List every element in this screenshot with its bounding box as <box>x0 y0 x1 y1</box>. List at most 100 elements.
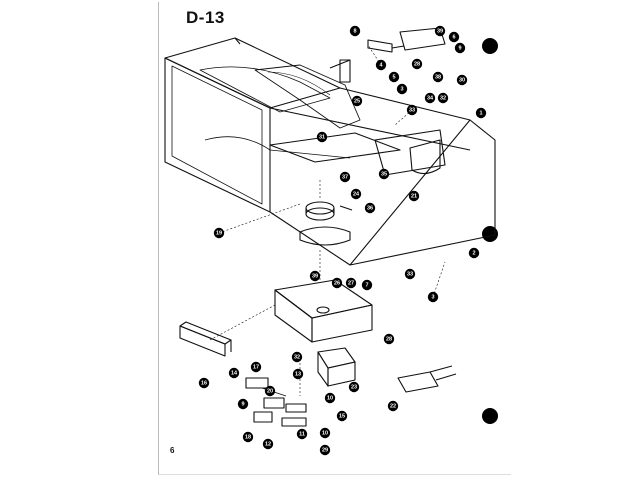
callout-33: 33 <box>406 104 418 116</box>
callout-number: 10 <box>322 430 328 436</box>
callout-bubble <box>388 71 400 83</box>
callout-bubble <box>291 351 303 363</box>
callout-5: 5 <box>388 71 400 83</box>
callout-number: 11 <box>299 431 305 437</box>
callout-bubble <box>198 377 210 389</box>
callout-number: 5 <box>392 74 395 80</box>
callout-38: 38 <box>432 71 444 83</box>
callout-28: 28 <box>411 58 423 70</box>
oven-cavity <box>164 37 496 266</box>
callout-4: 4 <box>375 59 387 71</box>
mounting-bracket <box>274 279 373 343</box>
diagram-title: D-13 <box>186 8 225 27</box>
callout-number: 28 <box>414 61 420 67</box>
callout-bubble <box>264 385 276 397</box>
callout-bubble <box>319 427 331 439</box>
callout-18: 18 <box>242 431 254 443</box>
callout-number: 6 <box>452 34 455 40</box>
callout-bubble <box>404 268 416 280</box>
callout-bubble <box>396 83 408 95</box>
callout-number: 33 <box>407 271 413 277</box>
callout-bubble <box>383 333 395 345</box>
callout-number: 18 <box>245 434 251 440</box>
callout-number: 2 <box>472 250 475 256</box>
callout-number: 15 <box>339 413 345 419</box>
callout-10: 10 <box>324 392 336 404</box>
callout-39: 39 <box>309 270 321 282</box>
callout-number: 7 <box>365 282 368 288</box>
upper-bracket <box>367 27 446 53</box>
callout-number: 3 <box>431 294 434 300</box>
callout-30: 30 <box>456 74 468 86</box>
callout-27: 27 <box>345 277 357 289</box>
callout-9: 9 <box>454 42 466 54</box>
callout-1: 1 <box>475 107 487 119</box>
callout-bubble <box>336 410 348 422</box>
callout-bubble <box>375 59 387 71</box>
callout-number: 12 <box>265 441 271 447</box>
callout-number: 35 <box>381 171 387 177</box>
binder-hole-marker <box>482 408 498 424</box>
callout-bubble <box>361 279 373 291</box>
callout-bubble <box>237 398 249 410</box>
callout-number: 32 <box>294 354 300 360</box>
callout-bubble <box>424 92 436 104</box>
callout-31: 31 <box>316 131 328 143</box>
binder-hole-marker <box>482 226 498 242</box>
callout-number: 17 <box>253 364 259 370</box>
callout-number: 9 <box>241 401 244 407</box>
callout-number: 33 <box>409 107 415 113</box>
callout-bubble <box>242 431 254 443</box>
callout-bubble <box>350 188 362 200</box>
terminal-connector <box>397 365 457 393</box>
callout-number: 25 <box>354 98 360 104</box>
stirrer-motor <box>299 201 353 246</box>
callout-number: 21 <box>411 193 417 199</box>
callout-bubble <box>345 277 357 289</box>
callout-bubble <box>434 25 446 37</box>
binder-hole-marker <box>482 38 498 54</box>
callout-bubble <box>228 367 240 379</box>
callout-number: 16 <box>201 380 207 386</box>
relay-block <box>317 347 356 387</box>
callout-bubble <box>378 168 390 180</box>
callout-22: 22 <box>387 400 399 412</box>
callout-bubble <box>406 104 418 116</box>
callout-3: 3 <box>396 83 408 95</box>
callout-13: 13 <box>292 368 304 380</box>
callout-number: 37 <box>342 174 348 180</box>
callout-bubble <box>408 190 420 202</box>
callout-bubble <box>348 381 360 393</box>
callout-19: 19 <box>213 227 225 239</box>
callout-number: 32 <box>440 95 446 101</box>
callout-number: 38 <box>435 74 441 80</box>
callout-bubble <box>468 247 480 259</box>
callout-bubble <box>456 74 468 86</box>
callout-bubble <box>309 270 321 282</box>
callout-number: 27 <box>348 280 354 286</box>
callout-14: 14 <box>228 367 240 379</box>
callout-bubble <box>454 42 466 54</box>
callout-32: 32 <box>291 351 303 363</box>
callout-28: 28 <box>383 333 395 345</box>
callout-number: 3 <box>400 86 403 92</box>
callout-33: 33 <box>404 268 416 280</box>
callout-number: 22 <box>390 403 396 409</box>
callout-number: 34 <box>427 95 434 101</box>
callout-bubble <box>411 58 423 70</box>
callout-8: 8 <box>349 25 361 37</box>
callout-15: 15 <box>336 410 348 422</box>
callout-number: 9 <box>458 45 461 51</box>
callout-bubble <box>387 400 399 412</box>
callout-24: 24 <box>350 188 362 200</box>
callout-7: 7 <box>361 279 373 291</box>
callout-bubble <box>364 202 376 214</box>
callout-29: 29 <box>319 444 331 456</box>
callout-number: 36 <box>367 205 373 211</box>
callout-bubble <box>331 277 343 289</box>
callout-2: 2 <box>468 247 480 259</box>
callout-bubble <box>351 95 363 107</box>
side-module <box>374 129 446 176</box>
